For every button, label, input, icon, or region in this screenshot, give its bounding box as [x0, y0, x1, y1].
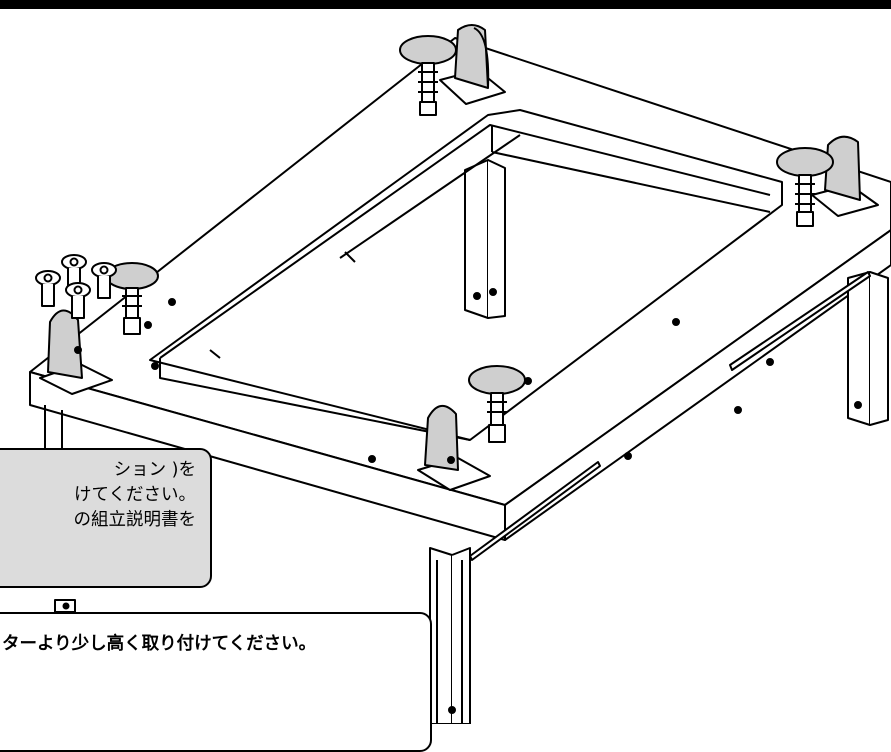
frame-assembly-diagram	[29, 24, 891, 724]
front-leg-left	[44, 405, 76, 613]
caster-front-center	[417, 365, 526, 491]
callout-line-1: ション )を	[113, 460, 196, 480]
caster-left	[39, 262, 159, 395]
caster-right	[776, 135, 879, 227]
back-leg-right	[847, 271, 889, 426]
front-leg-center	[429, 547, 471, 724]
callout-line-2: けてください。	[74, 485, 196, 505]
callout-option-instructions: ション )を けてください。 の組立説明書を	[0, 448, 212, 588]
top-black-bar	[0, 0, 891, 9]
back-leg-left	[464, 159, 506, 319]
side-rail-inner	[209, 134, 521, 359]
callout-line-3: の組立説明書を	[73, 510, 197, 530]
callout-height-text: ターより少し高く取り付けてください。	[2, 634, 317, 654]
side-rail-right	[469, 271, 871, 561]
caster-top-center	[399, 24, 506, 116]
bolt-cluster	[35, 254, 117, 319]
callout-height-note: ターより少し高く取り付けてください。	[0, 612, 432, 752]
